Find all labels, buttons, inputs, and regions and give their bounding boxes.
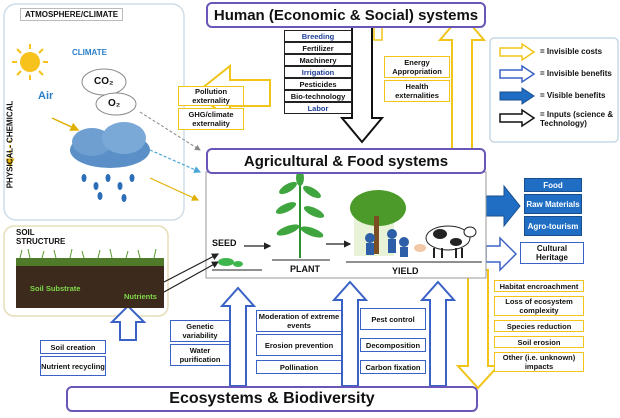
agro-tourism-box: Agro-tourism <box>524 216 582 236</box>
soil-image <box>16 248 164 308</box>
yield-label: YIELD <box>392 266 419 276</box>
health-externalities-box: Health externalities <box>384 80 450 102</box>
ghg-externality-box: GHG/climate externality <box>178 108 244 130</box>
inputs-arrow <box>339 25 385 144</box>
legend-benefit-text: = Invisible benefits <box>540 69 612 78</box>
nutrient-recycling-box: Nutrient recycling <box>40 356 106 376</box>
plant-icon <box>275 170 325 258</box>
carbon-fixation-box: Carbon fixation <box>360 360 426 374</box>
input-machinery: Machinery <box>284 54 352 66</box>
genetic-variability-box: Genetic variability <box>170 320 230 342</box>
seed-icon <box>218 258 243 267</box>
sun-icon <box>12 44 48 80</box>
nutrients-label: Nutrients <box>124 292 157 301</box>
atmosphere-label: ATMOSPHERE/CLIMATE <box>20 8 124 21</box>
co2-label: CO₂ <box>94 76 114 87</box>
soil-substrate-label: Soil Substrate <box>30 284 81 293</box>
rain-cloud-icon <box>70 122 150 202</box>
raw-materials-box: Raw Materials <box>524 194 582 214</box>
yield-image <box>350 190 477 258</box>
species-reduction-box: Species reduction <box>494 320 584 332</box>
o2-label: O₂ <box>108 98 121 109</box>
legend-input-icon <box>499 108 536 128</box>
climate-label: CLIMATE <box>72 48 107 57</box>
energy-appropriation-box: Energy Appropriation <box>384 56 450 78</box>
pollination-box: Pollination <box>256 360 342 374</box>
soil-erosion-box: Soil erosion <box>494 336 584 348</box>
legend-cost-text: = Invisible costs <box>540 47 603 56</box>
input-breeding: Breeding <box>284 30 352 42</box>
other-impacts-box: Other (i.e. unknown) impacts <box>494 352 584 372</box>
visible-benefit-arrow <box>485 184 521 228</box>
eco-arrow-0 <box>109 304 147 341</box>
cultural-heritage-box: Cultural Heritage <box>520 242 584 264</box>
legend-cost-icon <box>499 42 536 62</box>
soil-creation-box: Soil creation <box>40 340 106 354</box>
eco-arrow-3 <box>419 280 457 387</box>
input-fertilizer: Fertilizer <box>284 42 352 54</box>
o2-cloud-icon <box>95 92 137 116</box>
agri-panel <box>205 171 487 279</box>
erosion-prevention-box: Erosion prevention <box>256 334 342 356</box>
moderation-extreme-events-box: Moderation of extreme events <box>256 310 342 332</box>
soil-label-line2: STRUCTURE <box>16 237 66 246</box>
eco-arrow-2 <box>331 280 369 387</box>
human-systems-title: Human (Economic & Social) systems <box>206 2 486 28</box>
agri-systems-title: Agricultural & Food systems <box>206 148 486 174</box>
soil-label-line1: SOIL <box>16 228 35 237</box>
cultural-benefit-arrow <box>485 236 518 272</box>
inputs-list: Breeding Fertilizer Machinery Irrigation… <box>284 30 352 114</box>
decomposition-box: Decomposition <box>360 338 426 352</box>
costs-down-arrow <box>455 269 501 390</box>
plant-label: PLANT <box>290 264 320 274</box>
input-biotechnology: Bio-technology <box>284 90 352 102</box>
soil-structure-label: SOIL STRUCTURE <box>16 228 65 246</box>
seed-label: SEED <box>212 238 237 248</box>
input-pesticides: Pesticides <box>284 78 352 90</box>
legend-visible-icon <box>499 87 535 105</box>
pest-control-box: Pest control <box>360 308 426 330</box>
input-labor: Labor <box>284 102 352 114</box>
input-irrigation: Irrigation <box>284 66 352 78</box>
pollution-externality-box: Pollution externality <box>178 86 244 106</box>
legend-visible-text: = Visible benefits <box>540 91 606 100</box>
physical-chemical-label: PHYSICAL- CHEMICAL <box>5 100 15 189</box>
air-label: Air <box>38 90 54 102</box>
eco-arrow-1 <box>219 286 257 387</box>
food-box: Food <box>524 178 582 192</box>
water-purification-box: Water purification <box>170 344 230 366</box>
legend-input-text: = Inputs (science & Technology) <box>540 110 614 128</box>
legend-benefit-icon <box>499 64 536 84</box>
ecosystems-title: Ecosystems & Biodiversity <box>66 386 478 412</box>
loss-of-complexity-box: Loss of ecosystem complexity <box>494 296 584 316</box>
habitat-encroachment-box: Habitat encroachment <box>494 280 584 292</box>
